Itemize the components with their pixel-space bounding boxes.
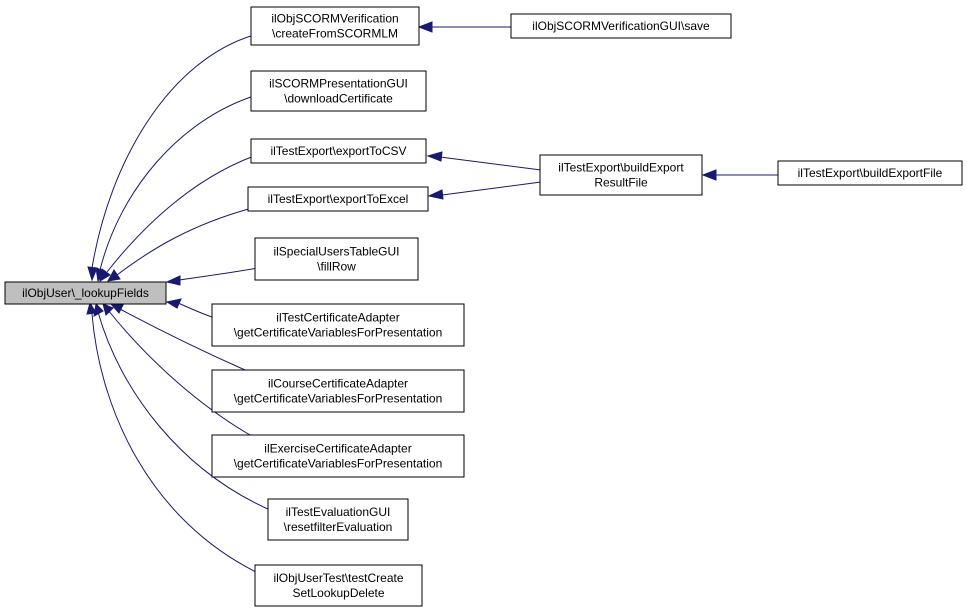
node-box[interactable]	[247, 186, 429, 212]
node-label: ilTestEvaluationGUI	[286, 505, 391, 519]
edge-testCert-to-lookup	[165, 298, 213, 318]
edge-scormVerifGui-to-scormVerif	[417, 21, 511, 33]
node-scormVerifGui[interactable]: ilObjSCORMVerificationGUI\save	[510, 13, 732, 39]
node-label: ilTestCertificateAdapter	[276, 311, 399, 325]
node-courseCert[interactable]: ilCourseCertificateAdapter\getCertificat…	[211, 369, 465, 413]
focus-node-box[interactable]	[4, 281, 167, 305]
node-box[interactable]	[254, 237, 419, 281]
edge-line	[178, 267, 259, 281]
arrowhead-icon	[102, 303, 114, 316]
node-box[interactable]	[211, 369, 465, 413]
edge-excel-to-lookup	[107, 207, 253, 282]
node-label: ResultFile	[594, 176, 648, 190]
node-label: ilTestExport\exportToExcel	[268, 192, 409, 206]
node-box[interactable]	[250, 70, 427, 112]
node-label: \resetfilterEvaluation	[284, 520, 393, 534]
node-label: \fillRow	[317, 260, 356, 274]
node-label: SetLookupDelete	[292, 586, 384, 600]
arrowhead-icon	[417, 21, 433, 33]
edge-line	[441, 181, 542, 196]
node-lookup[interactable]: ilObjUser\_lookupFields	[4, 281, 167, 305]
nodes-layer: ilObjUser\_lookupFields ilObjSCORMVerific…	[4, 6, 963, 607]
node-label: ilTestExport\buildExportFile	[798, 166, 943, 180]
arrowhead-icon	[165, 275, 181, 286]
edge-userTest-to-lookup	[86, 301, 259, 574]
edge-buildResult-to-excel	[427, 181, 542, 200]
node-csv[interactable]: ilTestExport\exportToCSV	[250, 138, 427, 164]
node-testCert[interactable]: ilTestCertificateAdapter\getCertificateV…	[211, 303, 465, 347]
node-box[interactable]	[510, 13, 732, 39]
arrowhead-icon	[107, 269, 121, 282]
edge-scormVerif-to-lookup	[87, 34, 255, 282]
node-box[interactable]	[539, 154, 703, 196]
node-label: ilTestExport\buildExport	[558, 161, 684, 175]
edge-line	[91, 313, 259, 574]
edge-line	[97, 311, 271, 511]
edge-buildFile-to-buildResult	[701, 169, 778, 181]
node-box[interactable]	[211, 434, 465, 478]
node-label: \getCertificateVariablesForPresentation	[234, 392, 443, 406]
node-label: \getCertificateVariablesForPresentation	[234, 457, 443, 471]
node-label: \downloadCertificate	[284, 92, 393, 106]
node-evalGui[interactable]: ilTestEvaluationGUI\resetfilterEvaluatio…	[267, 498, 409, 541]
node-label: ilSCORMPresentationGUI	[269, 77, 408, 91]
node-buildFile[interactable]: ilTestExport\buildExportFile	[777, 160, 963, 186]
node-label: ilObjSCORMVerification	[271, 12, 398, 26]
node-box[interactable]	[267, 498, 409, 541]
node-excel[interactable]: ilTestExport\exportToExcel	[247, 186, 429, 212]
edge-scormPres-to-lookup	[95, 95, 255, 283]
arrowhead-icon	[87, 266, 98, 282]
edge-line	[116, 207, 253, 276]
node-exerciseCert[interactable]: ilExerciseCertificateAdapter\getCertific…	[211, 434, 465, 478]
node-label: ilCourseCertificateAdapter	[268, 377, 408, 391]
edge-special-to-lookup	[165, 267, 259, 286]
arrowhead-icon	[426, 151, 443, 162]
edge-line	[117, 307, 246, 371]
node-box[interactable]	[777, 160, 963, 186]
node-label: ilExerciseCertificateAdapter	[264, 442, 411, 456]
arrowhead-icon	[701, 169, 717, 181]
arrowhead-icon	[165, 298, 182, 309]
node-label: ilObjUserTest\testCreate	[273, 571, 403, 585]
arrowhead-icon	[99, 268, 111, 282]
node-label: ilTestExport\exportToCSV	[270, 144, 406, 158]
node-label: ilObjSCORMVerificationGUI\save	[532, 19, 710, 33]
node-special[interactable]: ilSpecialUsersTableGUI\fillRow	[254, 237, 419, 281]
node-label: \createFromSCORMLM	[272, 27, 398, 41]
edge-csv-to-lookup	[99, 155, 255, 282]
edge-exerciseCert-to-lookup	[102, 303, 251, 436]
edge-line	[99, 95, 255, 271]
node-box[interactable]	[254, 564, 423, 607]
node-label: ilObjUser\_lookupFields	[22, 286, 149, 300]
edge-line	[91, 34, 255, 269]
edge-buildResult-to-csv	[426, 151, 542, 171]
edges-layer	[86, 21, 778, 574]
node-scormVerif[interactable]: ilObjSCORMVerification\createFromSCORMLM	[250, 6, 420, 46]
node-box[interactable]	[250, 138, 427, 164]
arrowhead-icon	[86, 301, 97, 315]
edge-line	[107, 309, 251, 436]
edge-line	[439, 156, 542, 171]
node-box[interactable]	[250, 6, 420, 46]
node-scormPres[interactable]: ilSCORMPresentationGUI\downloadCertifica…	[250, 70, 427, 112]
node-box[interactable]	[211, 303, 465, 347]
arrowhead-icon	[427, 189, 444, 200]
node-label: ilSpecialUsersTableGUI	[273, 245, 399, 259]
node-label: \getCertificateVariablesForPresentation	[234, 326, 443, 340]
edge-line	[177, 302, 213, 318]
edge-line	[106, 155, 255, 273]
